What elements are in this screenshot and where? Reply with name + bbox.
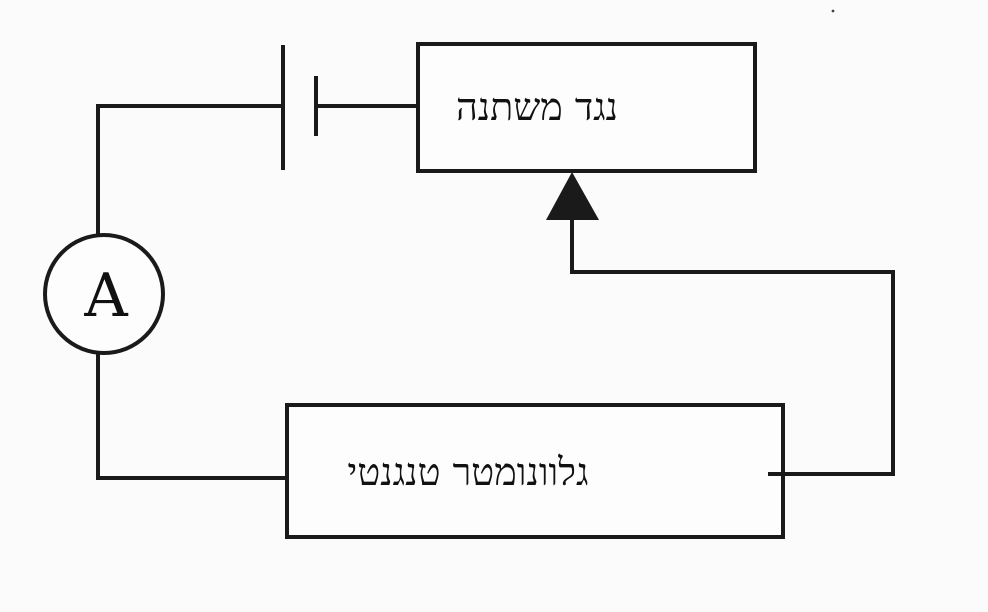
ammeter-circle	[43, 233, 165, 355]
ammeter-symbol: A	[43, 233, 165, 355]
tangent-galvanometer-box	[285, 403, 785, 539]
variable-resistor-box	[416, 42, 757, 173]
scan-speck	[831, 9, 835, 13]
ammeter-label: A	[83, 261, 128, 331]
tangent-galvanometer-label: גלוונומטר טנגנטי	[347, 450, 588, 494]
battery-symbol	[281, 45, 318, 170]
wire-ammeter-to-galvanometer	[96, 350, 289, 480]
variable-resistor-label: נגד משתנה	[456, 85, 618, 129]
slider-arrow-icon	[546, 172, 599, 220]
wire-galvanometer-to-slider	[570, 216, 895, 476]
wire-battery-to-ammeter	[96, 104, 285, 237]
